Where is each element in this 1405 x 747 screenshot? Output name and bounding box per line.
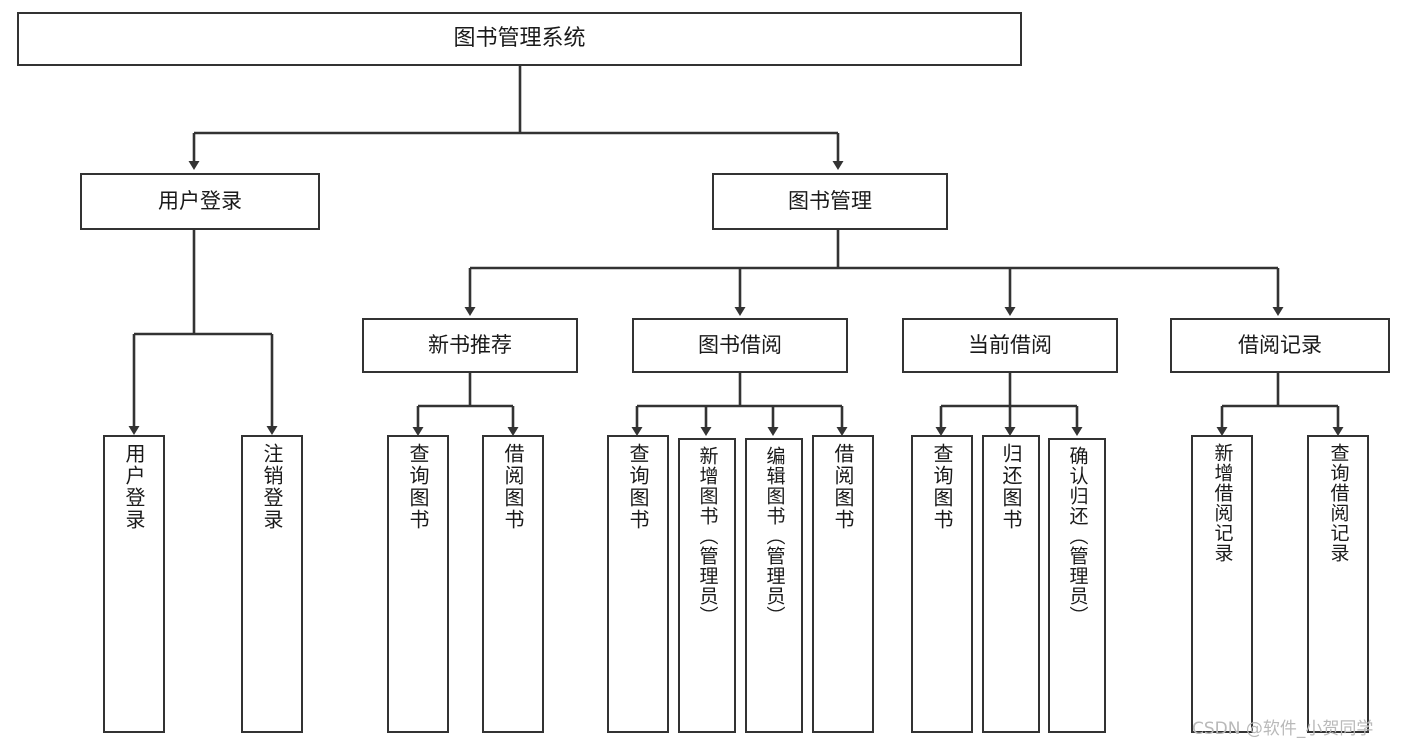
node-label: 新增借阅记录 [1211,443,1234,563]
leaf-confirm-return-admin[interactable]: 确认归还（管理员） [1048,438,1106,733]
leaf-return-book[interactable]: 归还图书 [982,435,1040,733]
node-label: 查询图书 [406,443,430,531]
leaf-add-book-admin[interactable]: 新增图书（管理员） [678,438,736,733]
node-new-book-recommend[interactable]: 新书推荐 [362,318,578,373]
leaf-edit-book-admin[interactable]: 编辑图书（管理员） [745,438,803,733]
node-label: 用户登录 [122,443,146,531]
node-book-borrow[interactable]: 图书借阅 [632,318,848,373]
node-label: 查询图书 [626,443,650,531]
node-label: 图书管理 [788,189,872,214]
node-label: 图书借阅 [698,333,782,358]
node-root-system[interactable]: 图书管理系统 [17,12,1022,66]
node-book-management[interactable]: 图书管理 [712,173,948,230]
node-label: 用户登录 [158,189,242,214]
leaf-query-book-borrow[interactable]: 查询图书 [607,435,669,733]
node-label: 查询图书 [930,443,954,531]
node-user-login[interactable]: 用户登录 [80,173,320,230]
node-label: 编辑图书（管理员） [763,446,786,626]
node-label: 图书管理系统 [453,26,586,52]
node-label: 借阅图书 [831,443,855,531]
leaf-query-book-current[interactable]: 查询图书 [911,435,973,733]
node-label: 当前借阅 [968,333,1052,358]
node-label: 新书推荐 [428,333,512,358]
node-label: 新增图书（管理员） [696,446,719,626]
node-label: 归还图书 [999,443,1023,531]
csdn-watermark: CSDN @软件_小贺同学 [1192,719,1374,739]
node-borrow-record[interactable]: 借阅记录 [1170,318,1390,373]
leaf-query-borrow-record[interactable]: 查询借阅记录 [1307,435,1369,733]
leaf-user-login[interactable]: 用户登录 [103,435,165,733]
leaf-query-book-newbooks[interactable]: 查询图书 [387,435,449,733]
leaf-logout[interactable]: 注销登录 [241,435,303,733]
node-label: 查询借阅记录 [1327,443,1350,563]
leaf-add-borrow-record[interactable]: 新增借阅记录 [1191,435,1253,733]
leaf-borrow-book-newbooks[interactable]: 借阅图书 [482,435,544,733]
node-label: 借阅记录 [1238,333,1322,358]
node-label: 借阅图书 [501,443,525,531]
node-current-borrow[interactable]: 当前借阅 [902,318,1118,373]
leaf-borrow-book[interactable]: 借阅图书 [812,435,874,733]
node-label: 确认归还（管理员） [1066,446,1089,626]
node-label: 注销登录 [260,443,284,531]
